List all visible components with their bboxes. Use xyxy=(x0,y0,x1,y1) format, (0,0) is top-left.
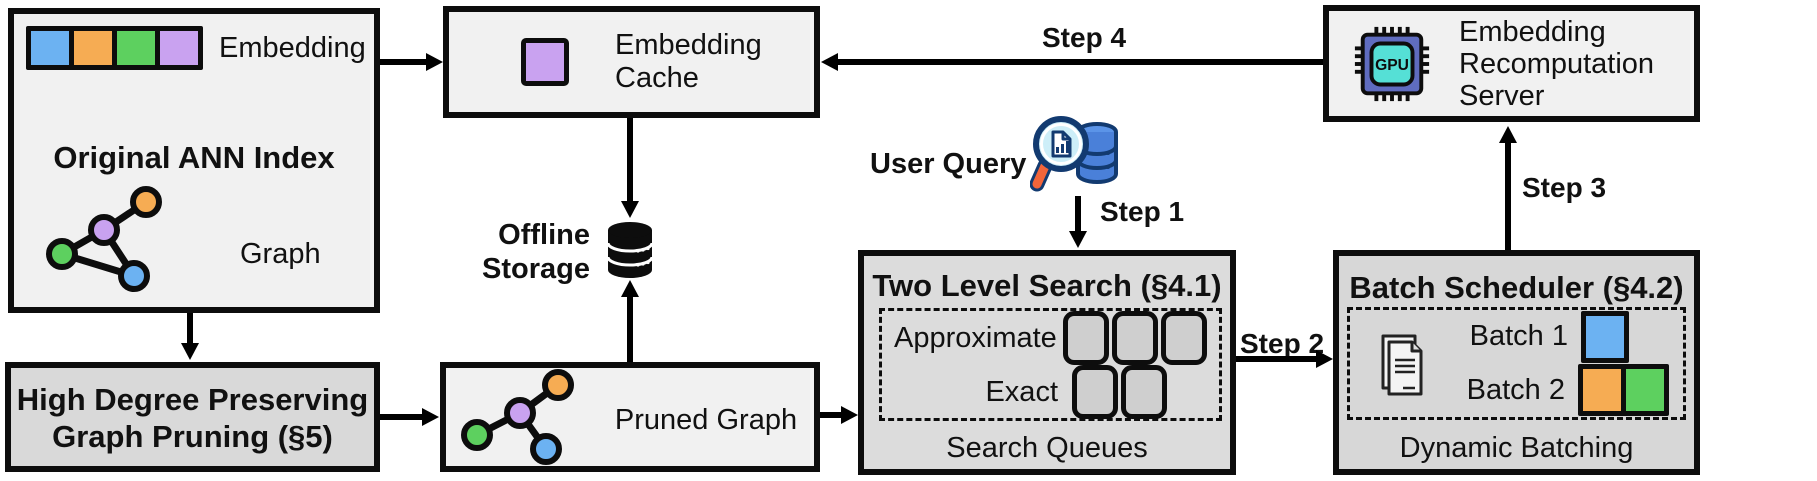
step3-label: Step 3 xyxy=(1522,172,1607,203)
exact-queue-row: Exact xyxy=(882,365,1219,419)
search-queues-label: Search Queues xyxy=(946,432,1148,464)
arrow-cache-to-storage xyxy=(621,118,639,218)
dynamic-batching-panel: Batch 1 Batch 2 xyxy=(1347,307,1686,420)
step1-label: Step 1 xyxy=(1100,196,1185,227)
pruned-graph-label: Pruned Graph xyxy=(614,404,798,436)
embedding-cell-green xyxy=(117,31,155,65)
original-ann-index-box: Embedding Original ANN Index Graph xyxy=(8,8,380,313)
batch2-label: Batch 2 xyxy=(1466,373,1565,406)
two-level-search-box: Two Level Search (§4.1) Approximate Exac… xyxy=(858,250,1236,475)
arrow-server-to-cache-step4 xyxy=(821,53,1323,71)
batch1-row: Batch 1 xyxy=(1350,310,1683,364)
embedding-cache-label: Embedding Cache xyxy=(615,29,762,94)
gpu-chip-label: GPU xyxy=(1375,56,1409,73)
batch1-label: Batch 1 xyxy=(1469,320,1568,353)
step4-label: Step 4 xyxy=(1042,22,1127,53)
offline-storage-icon xyxy=(606,222,654,278)
graph-pruning-label: High Degree Preserving Graph Pruning (§5… xyxy=(16,382,369,454)
cached-embedding-icon xyxy=(521,38,569,86)
user-query-label: User Query xyxy=(870,148,1027,180)
search-queues-panel: Approximate Exact xyxy=(879,308,1222,421)
documents-icon xyxy=(1381,334,1423,396)
batch2-cell-orange xyxy=(1583,369,1621,412)
user-query-icon xyxy=(1030,116,1118,192)
arrow-query-to-search-step1 xyxy=(1069,196,1087,248)
dynamic-batching-label: Dynamic Batching xyxy=(1399,432,1634,464)
arrow-prunedgraph-to-search xyxy=(820,406,858,424)
batch1-cell-blue xyxy=(1586,315,1624,358)
batch2-cell-green xyxy=(1626,369,1664,412)
embedding-cell-orange xyxy=(74,31,112,65)
embedding-vector-icon xyxy=(26,26,203,70)
graph-pruning-box: High Degree Preserving Graph Pruning (§5… xyxy=(5,362,380,472)
arrow-annindex-to-cache xyxy=(380,53,443,71)
approximate-queue-slots xyxy=(1063,311,1207,365)
gpu-icon: GPU xyxy=(1354,26,1430,101)
embedding-label: Embedding xyxy=(219,31,366,64)
step2-label: Step 2 xyxy=(1240,328,1325,359)
original-graph-icon xyxy=(46,186,162,292)
queue-slot xyxy=(1161,311,1207,365)
arrow-pruning-to-prunedgraph xyxy=(380,408,439,426)
batch2-row: Batch 2 xyxy=(1350,364,1683,418)
pruned-graph-icon xyxy=(461,369,574,465)
arrow-annindex-to-pruning xyxy=(181,313,199,360)
embedding-cell-blue xyxy=(31,31,69,65)
ann-index-title: Original ANN Index xyxy=(53,140,335,175)
queue-slot xyxy=(1063,311,1109,365)
arrow-batch-to-server-step3 xyxy=(1499,126,1517,250)
recomputation-server-label: Embedding Recomputation Server xyxy=(1459,15,1655,112)
embedding-cell-purple xyxy=(160,31,198,65)
queue-slot xyxy=(1121,365,1167,419)
embedding-cache-box: Embedding Cache xyxy=(443,6,820,118)
embedding-row: Embedding xyxy=(26,26,366,70)
offline-storage-label: Offline Storage xyxy=(482,219,590,285)
two-level-search-title: Two Level Search (§4.1) xyxy=(872,268,1222,303)
exact-queue-slots xyxy=(1072,365,1167,419)
queue-slot xyxy=(1112,311,1158,365)
batch1-embeddings xyxy=(1581,310,1629,363)
graph-label: Graph xyxy=(240,238,321,270)
batch-scheduler-title: Batch Scheduler (§4.2) xyxy=(1349,270,1684,305)
exact-label: Exact xyxy=(985,375,1058,408)
arrow-prunedgraph-to-storage xyxy=(621,280,639,362)
batch-scheduler-box: Batch Scheduler (§4.2) Batch 1 Batch 2 xyxy=(1333,250,1700,475)
queue-slot xyxy=(1072,365,1118,419)
approximate-queue-row: Approximate xyxy=(882,311,1219,365)
recomputation-server-box: GPU Embedding Recomputation Server xyxy=(1323,5,1700,122)
batch2-embeddings xyxy=(1578,364,1669,417)
approximate-label: Approximate xyxy=(894,321,1057,354)
pruned-graph-box: Pruned Graph xyxy=(440,362,820,472)
